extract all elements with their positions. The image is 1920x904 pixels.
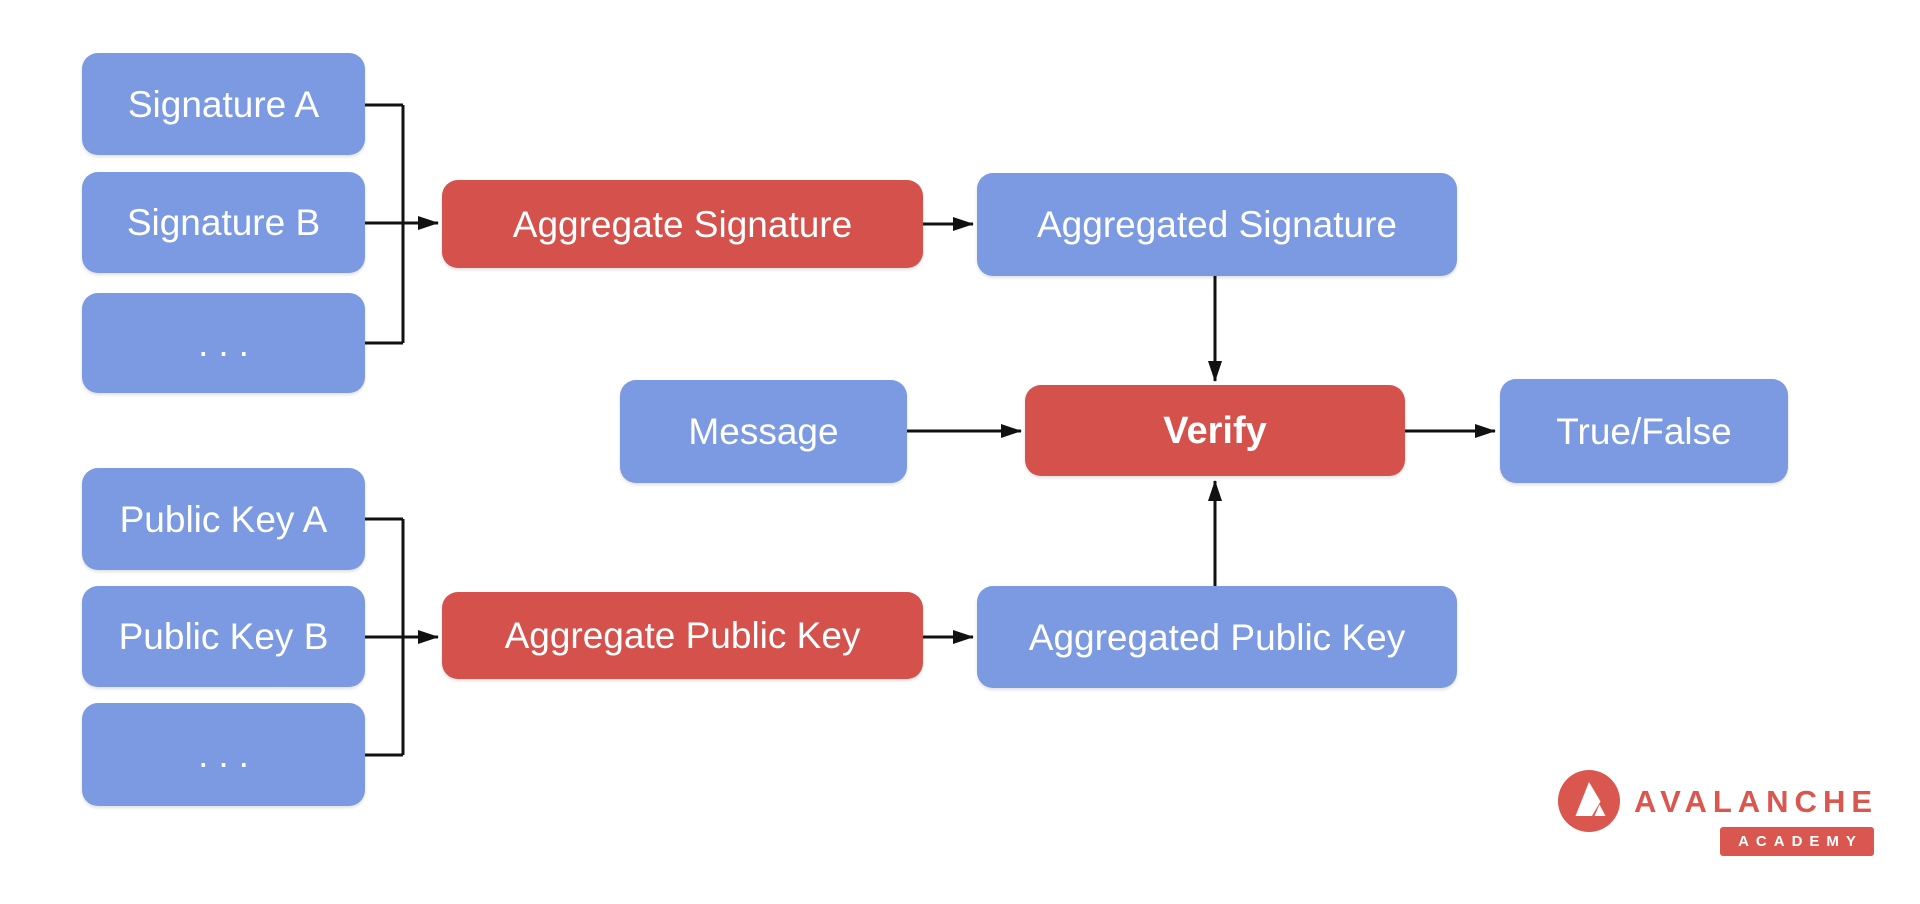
avalanche-wordmark: AVALANCHE — [1634, 784, 1879, 819]
node-aggregated-signature: Aggregated Signature — [977, 173, 1457, 276]
node-true-false: True/False — [1500, 379, 1788, 483]
node-public-key-b: Public Key B — [82, 586, 365, 687]
node-aggregate-public-key: Aggregate Public Key — [442, 592, 923, 679]
node-signature-b: Signature B — [82, 172, 365, 273]
node-signatures-more: ... — [82, 293, 365, 393]
node-message: Message — [620, 380, 907, 483]
node-aggregated-public-key: Aggregated Public Key — [977, 586, 1457, 688]
node-public-keys-more: ... — [82, 703, 365, 806]
node-verify: Verify — [1025, 385, 1405, 476]
node-signature-a: Signature A — [82, 53, 365, 155]
academy-badge: ACADEMY — [1720, 827, 1874, 856]
node-aggregate-signature: Aggregate Signature — [442, 180, 923, 268]
node-public-key-a: Public Key A — [82, 468, 365, 570]
avalanche-logo-icon — [1558, 770, 1620, 832]
